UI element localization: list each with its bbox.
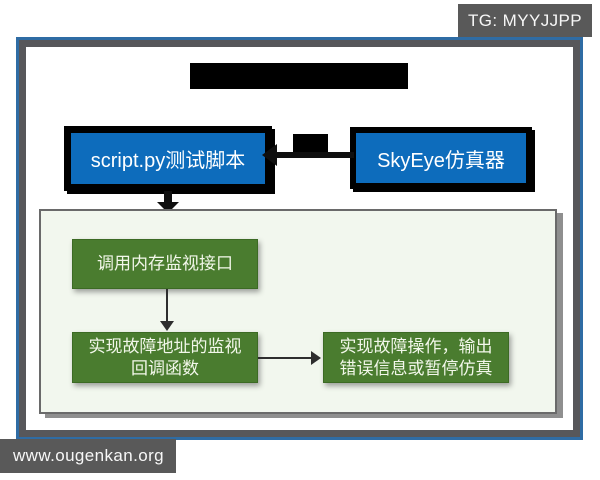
step1-to-step2-arrow-shaft xyxy=(166,289,168,322)
step2-node: 实现故障地址的监视 回调函数 xyxy=(72,332,258,383)
site-watermark-badge: www.ougenkan.org xyxy=(0,439,176,473)
script-to-panel-arrow-shaft xyxy=(164,191,172,204)
step3-node: 实现故障操作，输出 错误信息或暂停仿真 xyxy=(323,332,509,383)
step1-node: 调用内存监视接口 xyxy=(72,239,258,289)
step1-to-step2-arrow-head-icon xyxy=(160,321,174,331)
script-to-panel-arrow-head-icon xyxy=(157,202,179,213)
step2-to-step3-arrow-head-icon xyxy=(311,351,321,365)
redacted-title-bar xyxy=(190,63,408,89)
script-py-node: script.py测试脚本 xyxy=(64,126,272,191)
skyeye-to-script-arrow-shaft xyxy=(276,152,354,158)
redacted-connector-label xyxy=(293,134,328,152)
skyeye-to-script-arrow-head-icon xyxy=(262,144,277,166)
tg-watermark-badge: TG: MYYJJPP xyxy=(458,4,592,37)
step2-to-step3-arrow-shaft xyxy=(258,357,313,359)
skyeye-simulator-node: SkyEye仿真器 xyxy=(350,127,532,189)
